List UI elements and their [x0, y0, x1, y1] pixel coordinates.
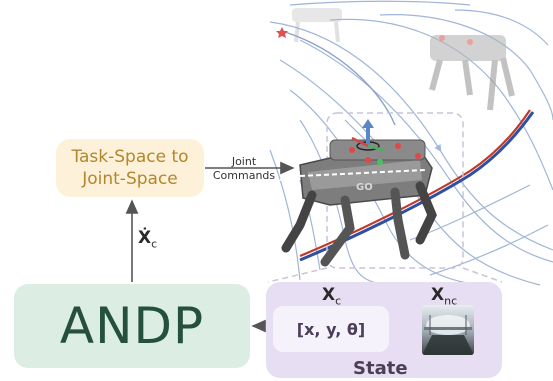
xc-subscript: c	[335, 294, 342, 308]
target-star-icon	[276, 27, 288, 38]
joint-commands-line1: Joint	[231, 155, 257, 168]
ghost-robot-mid	[429, 35, 515, 111]
joint-commands-line2: Commands	[212, 169, 276, 182]
zoom-line-left	[267, 267, 328, 283]
robot-quadruped: GO	[279, 139, 437, 267]
xnc-symbol: X	[431, 285, 445, 305]
joint-commands-label: Joint Commands	[208, 155, 280, 183]
xc-label: Xc	[322, 285, 341, 307]
xnc-subscript: nc	[444, 294, 458, 308]
xc-dot-label: Ẋc	[138, 228, 157, 250]
xnc-label: Xnc	[431, 285, 457, 307]
andp-label: ANDP	[59, 297, 205, 355]
state-title: State	[353, 358, 408, 379]
robot-badge: GO	[356, 182, 373, 193]
task-space-line1: Task-Space to	[71, 147, 189, 167]
zoom-line-right	[462, 267, 503, 283]
xc-dot-symbol: Ẋ	[138, 228, 152, 248]
andp-box: ANDP	[14, 284, 250, 368]
task-space-to-joint-space-box: Task-Space to Joint-Space	[56, 139, 204, 197]
camera-image-thumbnail	[422, 305, 474, 355]
base-frame-axes-icon	[351, 119, 385, 152]
task-space-line2: Joint-Space	[82, 169, 178, 189]
xc-dot-subscript: c	[151, 237, 158, 251]
pose-vector-box: [x, y, θ]	[273, 306, 389, 352]
ghost-robot-far	[292, 8, 342, 43]
pose-vector-text: [x, y, θ]	[296, 319, 366, 339]
xc-symbol: X	[322, 285, 336, 305]
